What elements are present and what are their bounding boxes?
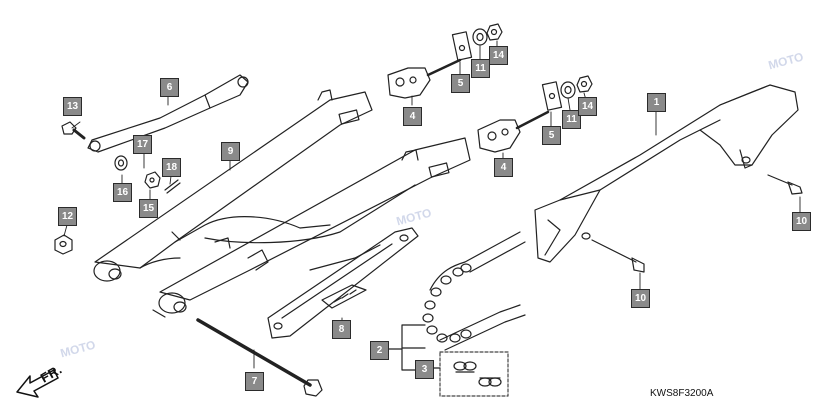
callout-17: 17 <box>133 135 152 154</box>
callout-4: 4 <box>403 107 422 126</box>
swingarm-part <box>93 89 471 318</box>
washer-11-upper-part <box>472 28 488 46</box>
callout-5: 5 <box>451 74 470 93</box>
callout-11: 11 <box>471 59 490 78</box>
adjuster-plate-upper-part <box>451 31 473 61</box>
drive-chain-part <box>422 231 526 351</box>
callout-7: 7 <box>245 372 264 391</box>
bolt-13-part <box>61 121 86 140</box>
callout-11: 11 <box>562 110 581 129</box>
washer-16-part <box>114 155 128 171</box>
callout-1: 1 <box>647 93 666 112</box>
callout-16: 16 <box>113 183 132 202</box>
adjuster-plate-lower-part <box>541 81 563 111</box>
callout-14: 14 <box>578 97 597 116</box>
chain-slider-part <box>267 227 419 339</box>
callout-13: 13 <box>63 97 82 116</box>
callout-10: 10 <box>631 289 650 308</box>
callout-10: 10 <box>792 212 811 231</box>
nut-14-lower-part <box>576 75 593 93</box>
callout-15: 15 <box>139 199 158 218</box>
nut-12-part <box>54 234 73 255</box>
chain-joint-part <box>439 351 509 397</box>
cotter-pin-18-part <box>164 179 181 194</box>
callout-18: 18 <box>162 158 181 177</box>
callout-9: 9 <box>221 142 240 161</box>
callout-6: 6 <box>160 78 179 97</box>
callout-3: 3 <box>415 360 434 379</box>
diagram-code: KWS8F3200A <box>650 388 714 399</box>
front-arrow-icon <box>16 369 59 398</box>
callout-5: 5 <box>542 126 561 145</box>
washer-11-lower-part <box>560 81 576 99</box>
nut-14-upper-part <box>486 23 503 41</box>
bolt-10-upper-part <box>767 174 803 195</box>
callout-4: 4 <box>494 158 513 177</box>
callout-8: 8 <box>332 320 351 339</box>
bolt-10-lower-part <box>591 239 645 273</box>
torque-link-part <box>87 74 249 153</box>
nut-15-part <box>144 171 161 189</box>
callout-2: 2 <box>370 341 389 360</box>
callout-14: 14 <box>489 46 508 65</box>
callout-12: 12 <box>58 207 77 226</box>
chain-adjuster-upper-part <box>387 58 462 99</box>
chain-adjuster-lower-part <box>477 110 550 153</box>
chain-case-part <box>534 84 799 263</box>
callout-bracket <box>387 324 441 371</box>
